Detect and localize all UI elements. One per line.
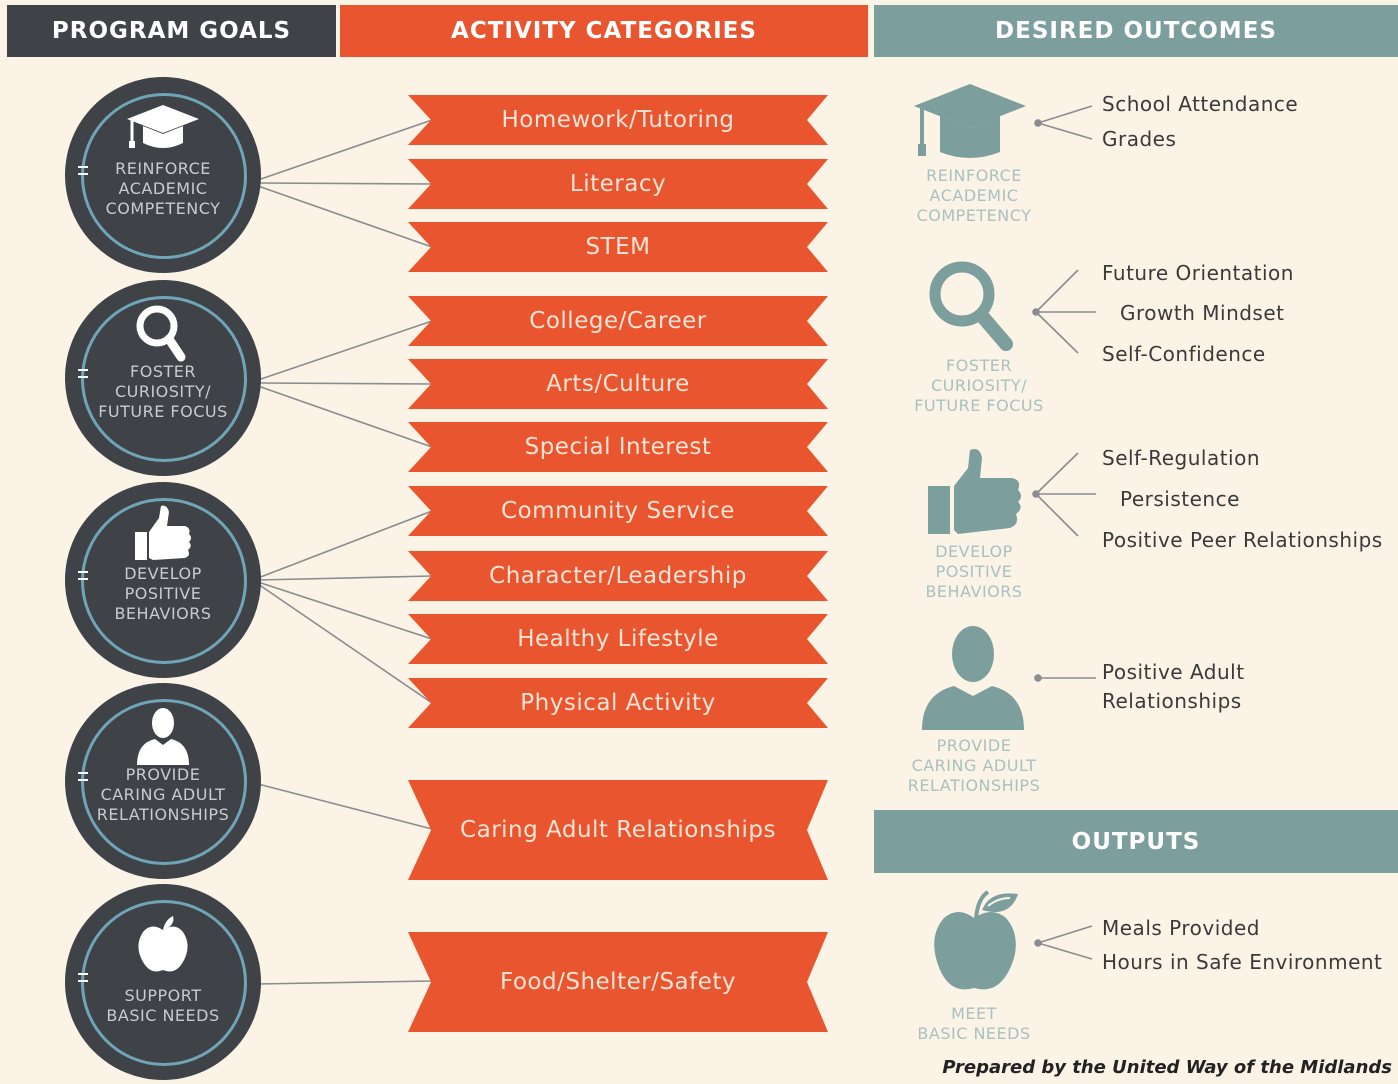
outcome-item: Persistence	[1120, 487, 1240, 511]
activity-ribbon: Caring Adult Relationships	[408, 780, 828, 880]
goal-label: PROVIDE CARING ADULT RELATIONSHIPS	[96, 765, 230, 824]
outcome-label: FOSTER CURIOSITY/ FUTURE FOCUS	[914, 356, 1044, 415]
outcome-item: Positive Adult Relationships	[1102, 660, 1245, 713]
graduation-cap-icon	[914, 84, 1026, 158]
goal-label: DEVELOP POSITIVE BEHAVIORS	[114, 564, 212, 623]
activity-ribbon: Community Service	[408, 486, 828, 536]
activity-ribbon: Character/Leadership	[408, 551, 828, 601]
program-goals-header: PROGRAM GOALS	[7, 5, 336, 57]
credit-line: Prepared by the United Way of the Midlan…	[942, 1057, 1392, 1078]
outcome-item: Self-Confidence	[1102, 342, 1266, 366]
person-icon	[922, 626, 1024, 730]
person-icon	[137, 708, 189, 765]
activity-ribbon: Literacy	[408, 159, 828, 209]
goal-label: REINFORCE ACADEMIC COMPETENCY	[105, 159, 221, 218]
activity-ribbon: STEM	[408, 222, 828, 272]
goal-basic-needs: SUPPORT BASIC NEEDS	[65, 884, 261, 1080]
output-label: MEET BASIC NEEDS	[917, 1004, 1031, 1043]
magnifier-icon	[136, 305, 186, 362]
outcome-item: Grades	[1102, 127, 1177, 151]
outcome-item: Self-Regulation	[1102, 446, 1261, 470]
goal-behaviors: DEVELOP POSITIVE BEHAVIORS	[65, 482, 261, 678]
goal-academic: REINFORCE ACADEMIC COMPETENCY	[65, 77, 261, 273]
graduation-cap-icon	[127, 105, 199, 148]
thumbs-up-icon	[135, 505, 191, 560]
activity-ribbon: Arts/Culture	[408, 359, 828, 409]
apple-icon	[934, 890, 1018, 990]
outcome-label: REINFORCE ACADEMIC COMPETENCY	[916, 166, 1032, 225]
activity-ribbon: Special Interest	[408, 422, 828, 472]
output-item: Hours in Safe Environment	[1102, 950, 1383, 974]
goal-curiosity: FOSTER CURIOSITY/ FUTURE FOCUS	[65, 280, 261, 476]
activity-categories-header: ACTIVITY CATEGORIES	[340, 5, 868, 57]
goal-caring-adults: PROVIDE CARING ADULT RELATIONSHIPS	[65, 683, 261, 879]
outcome-label: PROVIDE CARING ADULT RELATIONSHIPS	[907, 736, 1041, 795]
goal-label: FOSTER CURIOSITY/ FUTURE FOCUS	[98, 362, 228, 421]
activity-ribbon: Food/Shelter/Safety	[408, 932, 828, 1032]
outcome-item: School Attendance	[1102, 92, 1299, 116]
magnifier-icon	[929, 261, 1013, 351]
apple-icon	[138, 916, 188, 972]
outcome-item: Positive Peer Relationships	[1102, 528, 1383, 552]
activity-ribbon: Physical Activity	[408, 678, 828, 728]
activity-ribbon: Healthy Lifestyle	[408, 614, 828, 664]
thumbs-up-icon	[928, 449, 1021, 534]
goal-label: SUPPORT BASIC NEEDS	[106, 986, 220, 1025]
desired-outcomes-header: DESIRED OUTCOMES	[874, 5, 1398, 57]
output-item: Meals Provided	[1102, 916, 1260, 940]
activity-ribbon: College/Career	[408, 296, 828, 346]
outputs-header: OUTPUTS	[874, 810, 1398, 873]
outcome-label: DEVELOP POSITIVE BEHAVIORS	[925, 542, 1023, 601]
outcome-item: Future Orientation	[1102, 261, 1294, 285]
outcome-item: Growth Mindset	[1120, 301, 1285, 325]
activity-ribbon: Homework/Tutoring	[408, 95, 828, 145]
